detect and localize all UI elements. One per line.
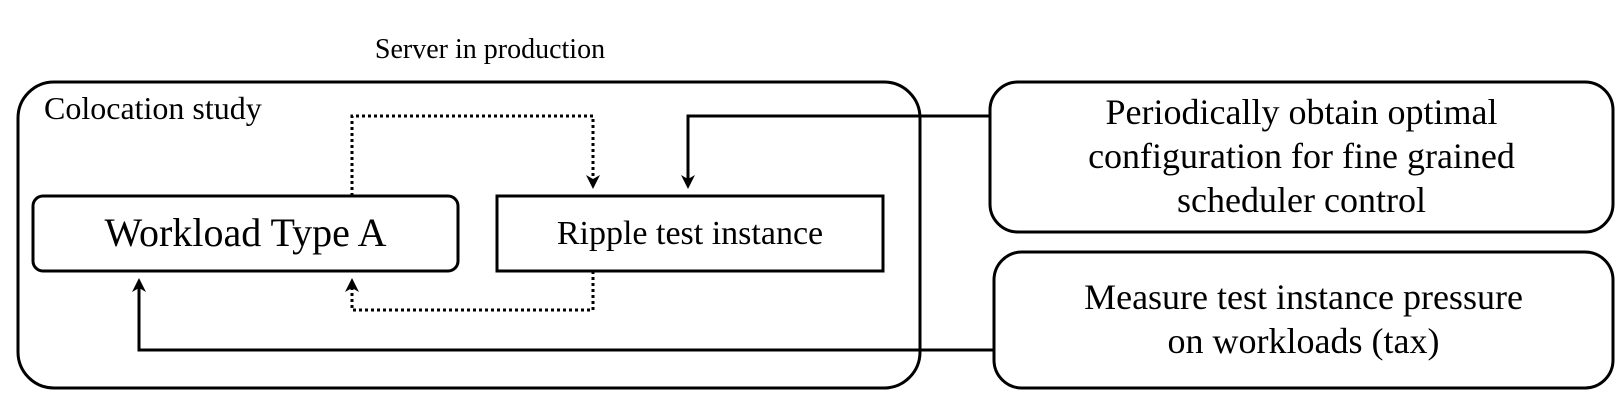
workload-label: Workload Type A xyxy=(104,210,387,256)
arrow-measure-to-workload xyxy=(132,278,994,352)
periodic-line-2: configuration for fine grained xyxy=(1088,136,1515,177)
ripple-box xyxy=(495,194,885,273)
measure-pressure-box xyxy=(992,250,1615,390)
server-label: Server in production xyxy=(374,34,606,65)
periodic-config-text: Periodically obtain optimal configuratio… xyxy=(990,82,1613,232)
periodic-line-1: Periodically obtain optimal xyxy=(1105,92,1498,133)
dotted-arrow-ripple-to-workload xyxy=(345,271,595,312)
arrow-config-to-ripple xyxy=(681,114,990,189)
measure-pressure-text: Measure test instance pressure on worklo… xyxy=(994,252,1613,388)
measure-line-1: Measure test instance pressure xyxy=(1084,277,1523,318)
measure-line-2: on workloads (tax) xyxy=(1167,321,1440,361)
dotted-arrow-workload-to-ripple xyxy=(350,114,600,196)
periodic-config-box xyxy=(988,80,1615,234)
colocation-container xyxy=(16,80,922,390)
colocation-label: Colocation study xyxy=(44,90,262,126)
ripple-label: Ripple test instance xyxy=(556,214,824,252)
periodic-line-3: scheduler control xyxy=(1177,179,1426,220)
workload-box xyxy=(31,194,460,273)
